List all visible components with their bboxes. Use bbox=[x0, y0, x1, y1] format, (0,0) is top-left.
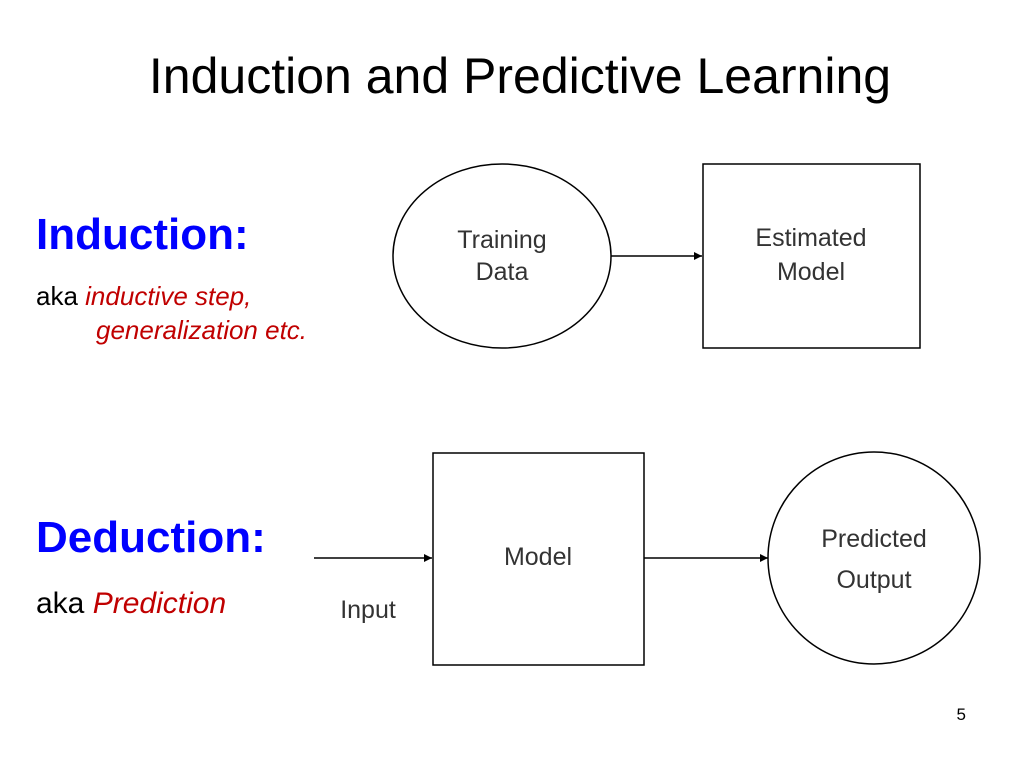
page-number: 5 bbox=[956, 705, 966, 724]
induction-aka-term-line1: inductive step, bbox=[85, 281, 252, 311]
estimated-model-label-line2: Model bbox=[777, 258, 845, 286]
model-node bbox=[432, 452, 645, 666]
training-data-node bbox=[392, 163, 612, 349]
estimated-model-label-line1: Estimated bbox=[755, 224, 866, 252]
input-label: Input bbox=[340, 596, 396, 624]
deduction-aka-term: Prediction bbox=[92, 587, 227, 620]
induction-aka-prefix: aka bbox=[36, 281, 78, 311]
deduction-aka-prefix: aka bbox=[36, 587, 85, 620]
induction-aka-term-line2: generalization etc. bbox=[96, 315, 308, 345]
deduction-aka: aka Prediction bbox=[36, 584, 226, 624]
estimated-model-node bbox=[702, 163, 921, 349]
model-label: Model bbox=[504, 543, 572, 571]
predicted-output-node bbox=[767, 451, 981, 665]
predicted-output-label-line2: Output bbox=[836, 566, 911, 594]
slide-title: Induction and Predictive Learning bbox=[148, 48, 892, 104]
training-data-label-line2: Data bbox=[476, 258, 529, 286]
training-data-label-line1: Training bbox=[457, 226, 546, 254]
induction-aka: aka inductive step, generalization etc. bbox=[36, 279, 396, 347]
deduction-heading: Deduction: bbox=[36, 513, 266, 562]
predicted-output-label-line1: Predicted bbox=[821, 525, 927, 553]
induction-heading: Induction: bbox=[36, 210, 249, 259]
